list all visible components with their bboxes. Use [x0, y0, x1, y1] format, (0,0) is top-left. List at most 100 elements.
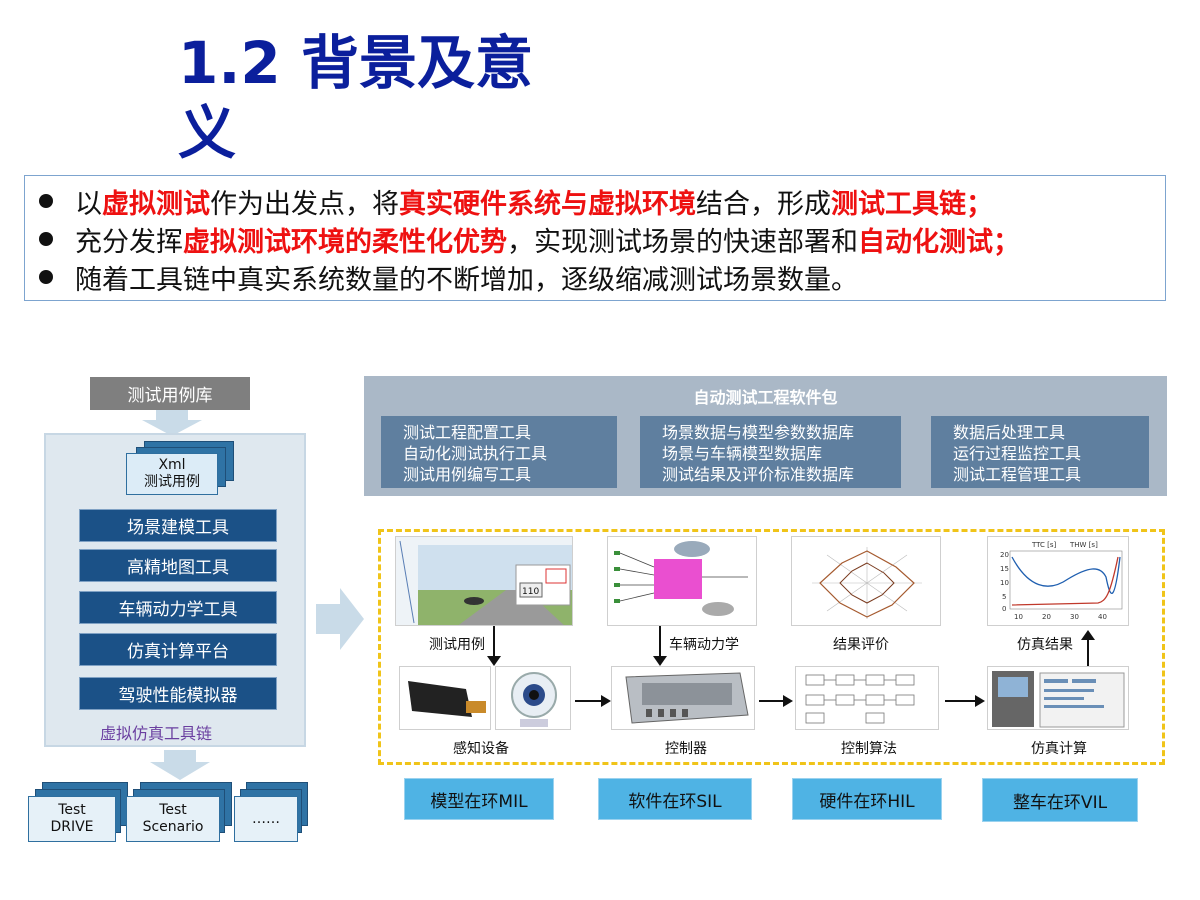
xml-test-case-docs: Xml 测试用例: [126, 441, 236, 497]
hil-button[interactable]: 硬件在环HIL: [792, 778, 942, 820]
svg-text:20: 20: [1000, 551, 1009, 559]
sw-column-tools: 测试工程配置工具 自动化测试执行工具 测试用例编写工具: [381, 416, 617, 488]
more-docs: ……: [234, 782, 310, 844]
bullet-box: 以虚拟测试作为出发点，将真实硬件系统与虚拟环境结合，形成测试工具链；充分发挥虚拟…: [24, 175, 1166, 301]
svg-text:0: 0: [1002, 605, 1006, 613]
sw-item: 运行过程监控工具: [953, 444, 1082, 463]
label-simulation-computing: 仿真计算: [1031, 741, 1087, 757]
svg-text:10: 10: [1014, 613, 1023, 621]
simulation-computing-image: [987, 666, 1129, 730]
bullet-text: ，实现测试场景的快速部署和: [507, 226, 858, 258]
bullet-text: 结合，形成: [696, 188, 831, 220]
sw-item: 测试用例编写工具: [403, 465, 532, 484]
simulation-result-screenshot: TTC [s] THW [s] 20 15 10 5 0 10 20 30 40: [987, 536, 1129, 626]
test-case-library-label: 测试用例库: [90, 377, 250, 410]
sw-item: 测试工程配置工具: [403, 423, 532, 442]
flow-line: [1087, 636, 1089, 666]
vehicle-dynamics-screenshot: [607, 536, 757, 626]
bullet-item: 以虚拟测试作为出发点，将真实硬件系统与虚拟环境结合，形成测试工具链；: [39, 182, 1155, 220]
up-arrowhead-icon: [1081, 630, 1095, 640]
right-arrowhead-icon: [975, 695, 985, 707]
driving-scene-image: 110: [396, 537, 572, 625]
sw-item: 场景与车辆模型数据库: [662, 444, 823, 463]
simulink-model-image: [614, 541, 748, 616]
right-arrow-icon: [316, 588, 364, 650]
sw-item: 数据后处理工具: [953, 423, 1066, 442]
mil-button[interactable]: 模型在环MIL: [404, 778, 554, 820]
test-scenario-doc: Test Scenario: [126, 782, 236, 844]
svg-text:10: 10: [1000, 579, 1009, 587]
svg-text:30: 30: [1070, 613, 1079, 621]
label-vehicle-dynamics: 车辆动力学: [669, 637, 739, 653]
svg-text:20: 20: [1042, 613, 1051, 621]
label-control-algorithm: 控制算法: [841, 741, 897, 757]
down-arrowhead-icon: [653, 656, 667, 666]
control-algorithm-image: [795, 666, 939, 730]
label-result-evaluation: 结果评价: [833, 637, 889, 653]
sw-column-databases: 场景数据与模型参数数据库 场景与车辆模型数据库 测试结果及评价标准数据库: [640, 416, 901, 488]
label-test-case: 测试用例: [429, 637, 485, 653]
bullet-text: 作为出发点，将: [210, 188, 399, 220]
bullet-text: 随着工具链中真实系统数量的不断增加，逐级缩减测试场景数量。: [75, 264, 858, 296]
down-arrow-icon: [142, 410, 202, 436]
right-arrowhead-icon: [783, 695, 793, 707]
bullet-item: 随着工具链中真实系统数量的不断增加，逐级缩减测试场景数量。: [39, 258, 1155, 296]
bullet-text: 以: [75, 188, 102, 220]
in-the-loop-test-area: 110 测试用例 车辆动力学 结果评价 TTC [s: [378, 529, 1165, 765]
vil-button[interactable]: 整车在环VIL: [982, 778, 1138, 822]
doc-label: Test DRIVE: [28, 796, 116, 842]
flow-line: [575, 700, 603, 702]
sw-item: 场景数据与模型参数数据库: [662, 423, 855, 442]
tool-simulation-platform[interactable]: 仿真计算平台: [79, 633, 277, 666]
flow-line: [659, 626, 661, 660]
controller-image: [611, 666, 755, 730]
svg-text:5: 5: [1002, 593, 1006, 601]
ecu-icon: [625, 672, 749, 724]
right-arrowhead-icon: [601, 695, 611, 707]
tool-driving-simulator[interactable]: 驾驶性能模拟器: [79, 677, 277, 710]
label-controller: 控制器: [665, 741, 707, 757]
highlight-text: 虚拟测试环境的柔性化优势: [183, 226, 507, 258]
sil-button[interactable]: 软件在环SIL: [598, 778, 752, 820]
tool-scene-modeling[interactable]: 场景建模工具: [79, 509, 277, 542]
virtual-toolchain-panel: Xml 测试用例 场景建模工具 高精地图工具 车辆动力学工具 仿真计算平台 驾驶…: [44, 433, 306, 747]
down-arrow-icon: [150, 750, 210, 780]
sw-item: 测试结果及评价标准数据库: [662, 465, 855, 484]
workstation-icon: [992, 671, 1125, 728]
bullet-dot-icon: [39, 194, 53, 208]
thw-label: THW [s]: [1069, 541, 1098, 549]
label-simulation-result: 仿真结果: [1017, 637, 1073, 653]
radar-chart-image: [812, 547, 922, 619]
flow-line: [759, 700, 785, 702]
highlight-text: 自动化测试；: [858, 226, 1020, 258]
ttc-thw-plot: TTC [s] THW [s] 20 15 10 5 0 10 20 30 40: [1000, 541, 1123, 621]
highlight-text: 测试工具链；: [831, 188, 993, 220]
svg-text:15: 15: [1000, 565, 1009, 573]
tool-hd-map[interactable]: 高精地图工具: [79, 549, 277, 582]
speed-readout: 110: [522, 587, 539, 597]
test-case-screenshot: 110: [395, 536, 573, 626]
down-arrowhead-icon: [487, 656, 501, 666]
block-diagram-icon: [805, 674, 915, 724]
test-drive-doc: Test DRIVE: [28, 782, 132, 844]
auto-test-software-package: 自动测试工程软件包 测试工程配置工具 自动化测试执行工具 测试用例编写工具 场景…: [364, 376, 1167, 496]
bullet-dot-icon: [39, 232, 53, 246]
result-evaluation-screenshot: [791, 536, 941, 626]
svg-text:40: 40: [1098, 613, 1107, 621]
highlight-text: 虚拟测试: [102, 188, 210, 220]
bullet-text: 充分发挥: [75, 226, 183, 258]
sensor-device-icon: [408, 681, 486, 717]
flow-line: [493, 626, 495, 660]
doc-label: ……: [234, 796, 298, 842]
bullet-item: 充分发挥虚拟测试环境的柔性化优势，实现测试场景的快速部署和自动化测试；: [39, 220, 1155, 258]
page-title: 1.2 背景及意义: [178, 29, 533, 167]
ttc-label: TTC [s]: [1031, 541, 1057, 549]
software-package-title: 自动测试工程软件包: [693, 388, 838, 407]
toolchain-caption: 虚拟仿真工具链: [100, 724, 213, 743]
camera-icon: [511, 672, 557, 727]
tool-vehicle-dynamics[interactable]: 车辆动力学工具: [79, 591, 277, 624]
label-sensing-device: 感知设备: [453, 741, 509, 757]
flow-line: [945, 700, 977, 702]
bullet-dot-icon: [39, 270, 53, 284]
sw-item: 自动化测试执行工具: [403, 444, 548, 463]
